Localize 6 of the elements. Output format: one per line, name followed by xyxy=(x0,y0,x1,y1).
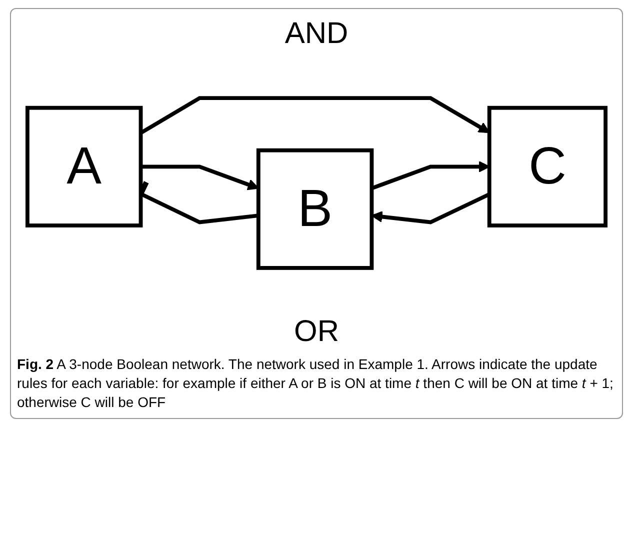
node-box: B xyxy=(256,148,374,270)
node-box: A xyxy=(26,106,143,228)
figure-caption: Fig. 2 A 3-node Boolean network. The network used in Example 1. Arrows indicate the update rules for each variable: for example if either A or B is ON at time t then C will be ON at time t + 1; otherwise C will be OFF xyxy=(17,355,614,412)
node-box: C xyxy=(487,106,608,228)
gate-label: OR xyxy=(293,315,340,349)
gate-label: AND xyxy=(284,17,350,51)
